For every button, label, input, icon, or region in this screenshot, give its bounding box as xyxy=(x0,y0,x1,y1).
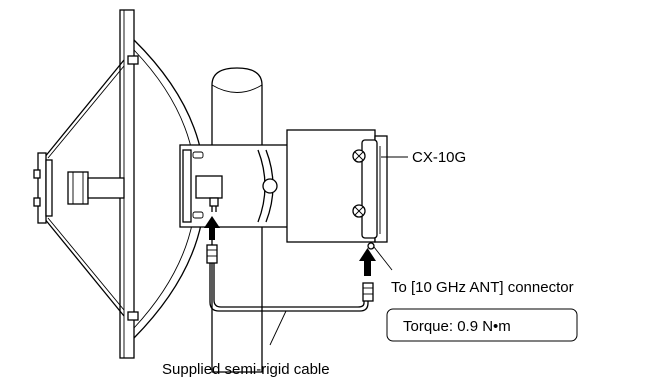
cable-leader-line xyxy=(269,310,287,346)
connector-label: To [10 GHz ANT] connector xyxy=(391,279,574,296)
torque-box xyxy=(386,308,578,342)
torque-label: Torque: 0.9 N•m xyxy=(403,318,511,335)
insert-arrow-right xyxy=(359,248,376,276)
mounting-bracket xyxy=(179,144,289,228)
connector-leader-line xyxy=(373,246,393,271)
transverter-unit xyxy=(286,129,388,250)
model-label: CX-10G xyxy=(412,149,466,166)
insert-arrow-left xyxy=(204,216,220,240)
cable-label: Supplied semi-rigid cable xyxy=(162,361,330,378)
semi-rigid-cable xyxy=(206,244,374,312)
